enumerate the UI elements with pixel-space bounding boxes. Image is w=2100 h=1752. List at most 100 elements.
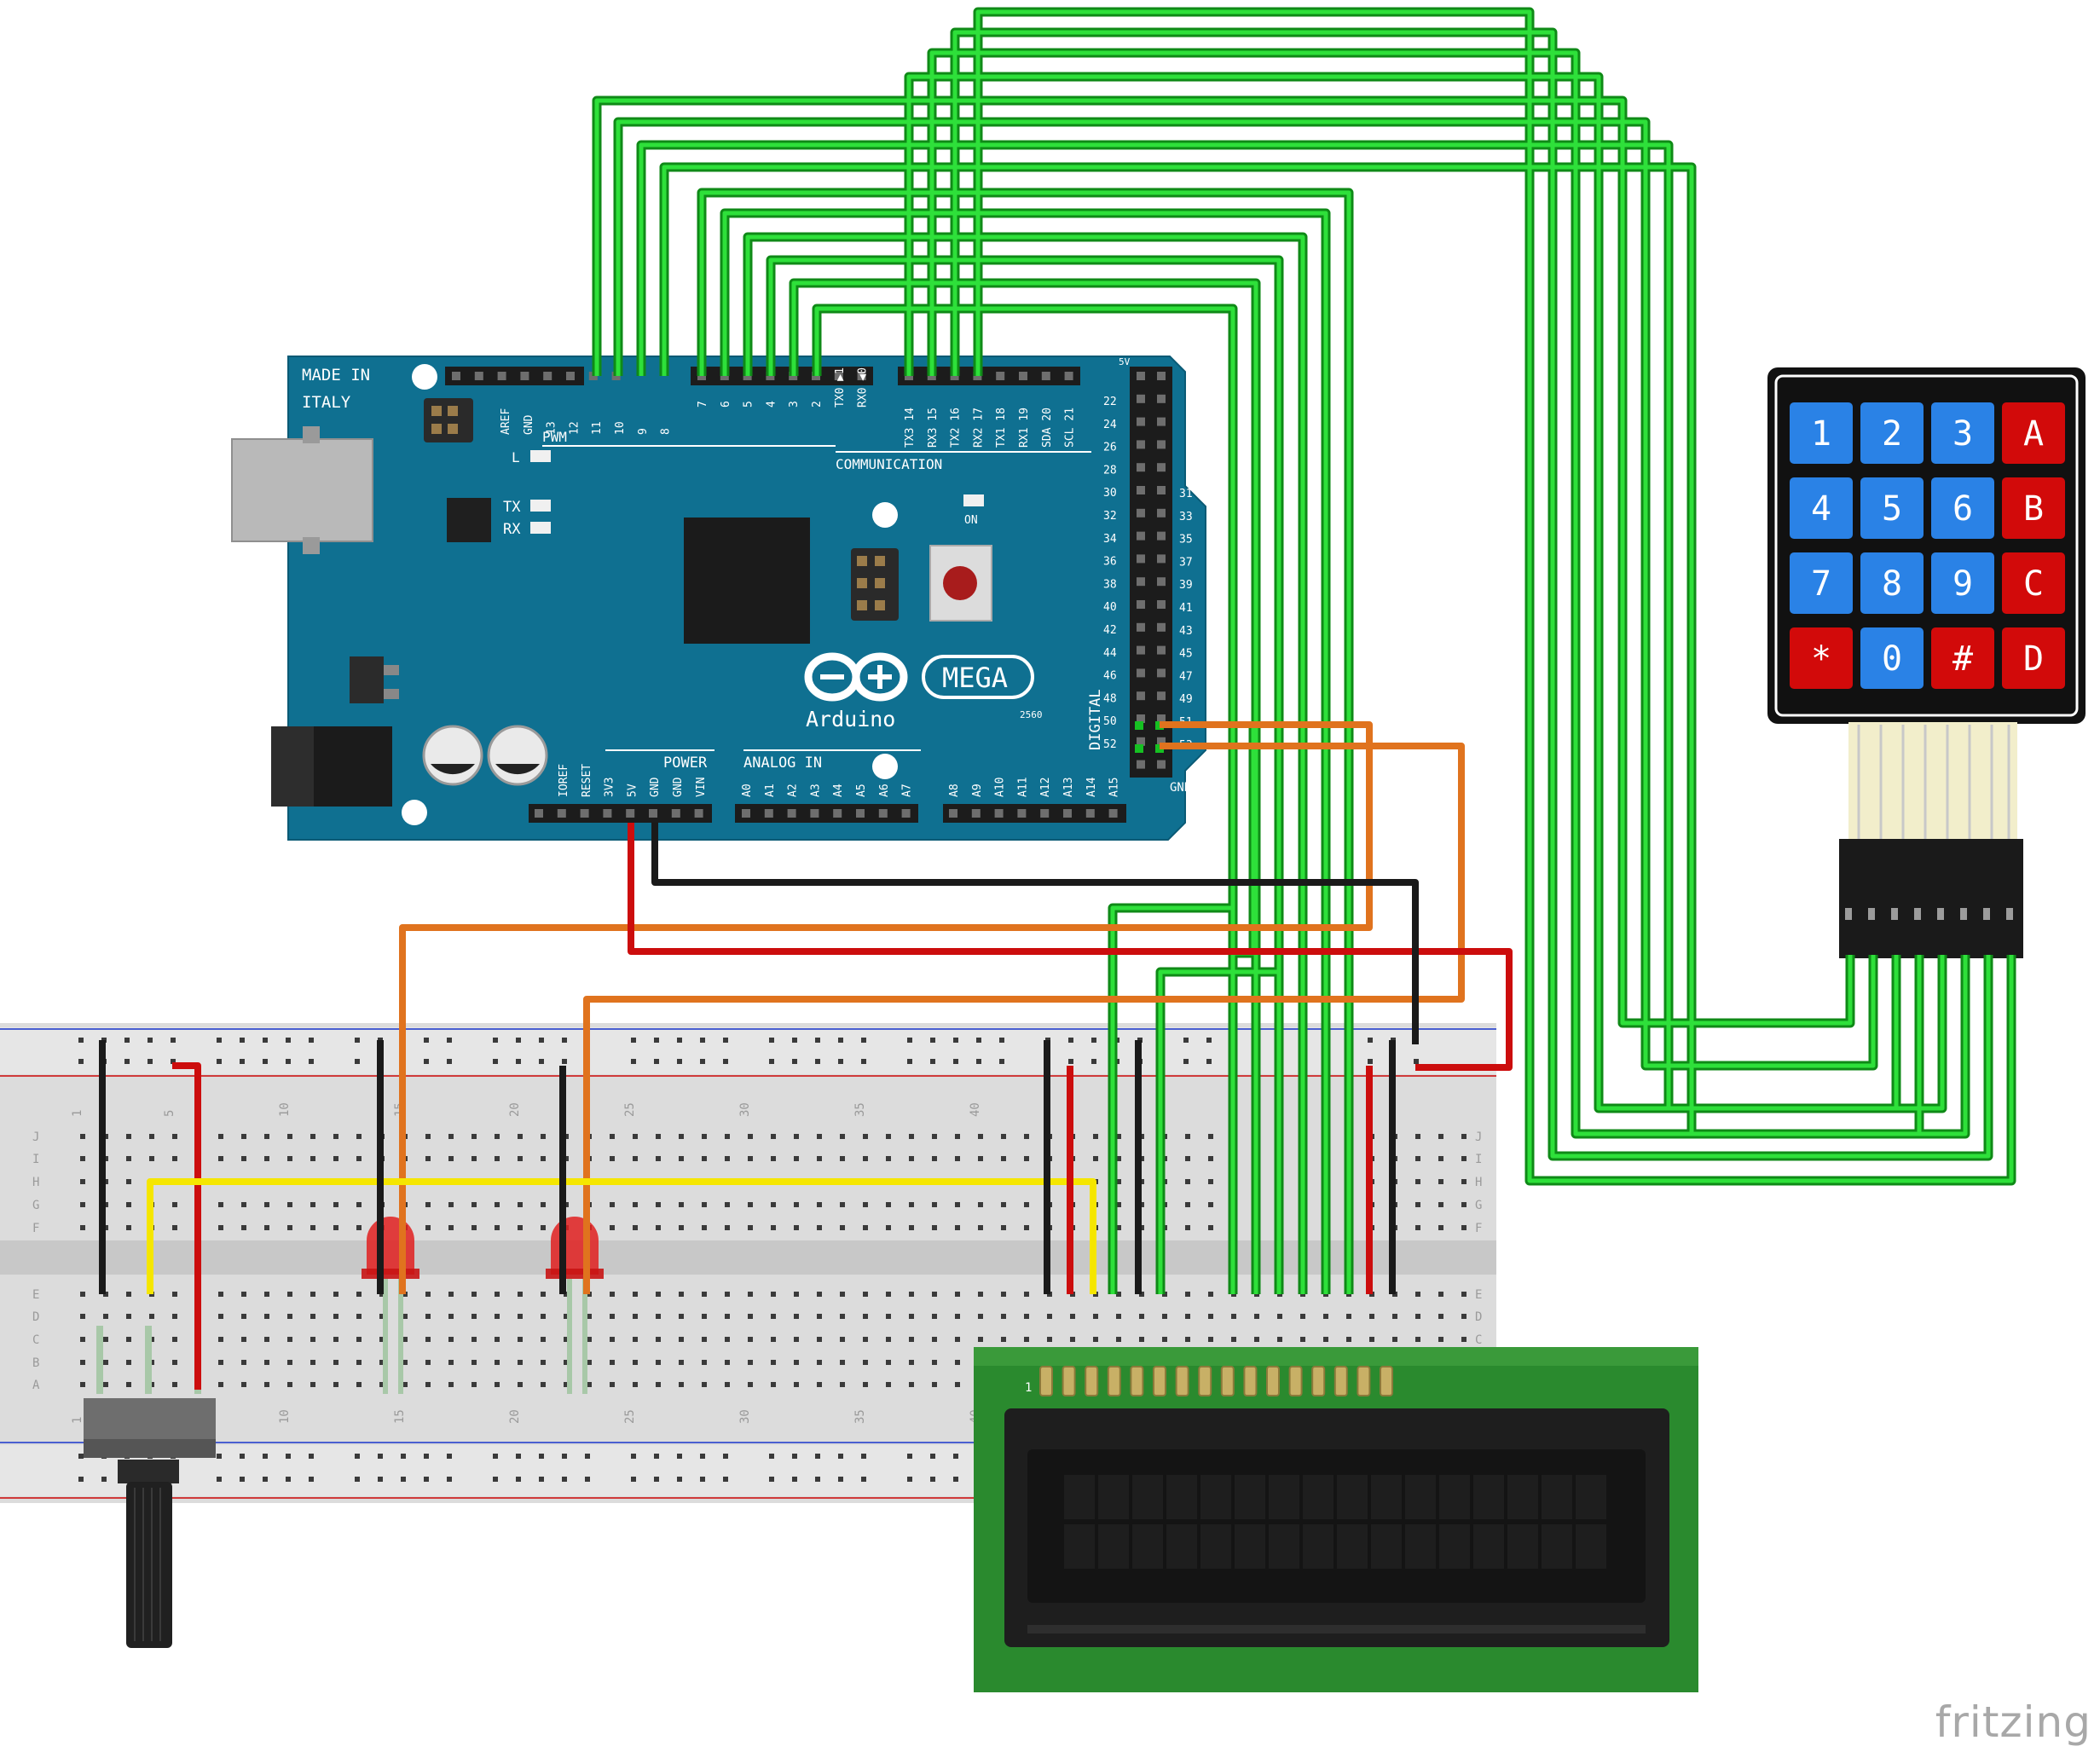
italy-label: ITALY xyxy=(302,393,351,412)
keypad-key-label: * xyxy=(1811,639,1831,679)
svg-text:A15: A15 xyxy=(1108,778,1121,797)
wires xyxy=(99,7,2016,1390)
svg-text:A13: A13 xyxy=(1062,778,1075,797)
keypad-key xyxy=(2002,477,2065,539)
svg-text:36: 36 xyxy=(1103,556,1117,569)
svg-text:40: 40 xyxy=(1103,601,1117,614)
keypad-key xyxy=(1790,627,1853,689)
capacitor-2 xyxy=(487,725,548,786)
keypad-key-label: 8 xyxy=(1882,564,1902,604)
svg-text:GND: GND xyxy=(649,777,662,797)
svg-text:C: C xyxy=(1475,1333,1482,1347)
svg-text:1: 1 xyxy=(71,1110,84,1117)
svg-text:A2: A2 xyxy=(787,783,800,797)
svg-text:G: G xyxy=(1475,1199,1482,1212)
gnd-label-right: GND xyxy=(1170,781,1191,795)
keypad-key-label: D xyxy=(2023,639,2044,679)
communication-label: COMMUNICATION xyxy=(836,456,942,472)
svg-text:G: G xyxy=(32,1199,39,1212)
svg-text:D: D xyxy=(1475,1310,1482,1324)
svg-text:15: 15 xyxy=(393,1409,407,1424)
keypad-key xyxy=(1790,402,1853,464)
svg-text:RX0 ◀0: RX0 ◀0 xyxy=(857,367,870,408)
keypad-key xyxy=(1931,477,1994,539)
keypad-key xyxy=(1860,627,1924,689)
keypad-key-label: B xyxy=(2023,489,2044,529)
svg-text:A7: A7 xyxy=(901,783,914,797)
lcd-pin1-label: 1 xyxy=(1025,1381,1032,1395)
svg-text:50: 50 xyxy=(1103,715,1117,728)
svg-text:3: 3 xyxy=(788,401,801,408)
keypad-key-label: 2 xyxy=(1882,414,1902,454)
svg-text:A3: A3 xyxy=(809,783,822,797)
svg-text:RX1 19: RX1 19 xyxy=(1018,408,1031,448)
svg-text:E: E xyxy=(1475,1288,1482,1302)
usb-connector xyxy=(231,438,373,542)
svg-text:GND: GND xyxy=(523,414,535,435)
digital-label: DIGITAL xyxy=(1087,689,1104,750)
svg-text:25: 25 xyxy=(623,1102,637,1117)
svg-text:42: 42 xyxy=(1103,624,1117,637)
svg-text:J: J xyxy=(32,1130,39,1144)
svg-text:2: 2 xyxy=(811,401,824,408)
svg-text:A6: A6 xyxy=(878,783,891,797)
svg-text:48: 48 xyxy=(1103,692,1117,705)
svg-text:AREF: AREF xyxy=(500,408,512,435)
keypad-key xyxy=(1860,552,1924,614)
power-label: POWER xyxy=(663,755,708,772)
svg-text:A9: A9 xyxy=(971,783,984,797)
svg-text:RX3 15: RX3 15 xyxy=(927,408,940,448)
atmega-chip xyxy=(684,518,810,644)
model-label: 2560 xyxy=(1020,709,1043,720)
svg-text:GND: GND xyxy=(672,777,685,797)
svg-text:TX2 16: TX2 16 xyxy=(950,408,963,448)
svg-text:3V3: 3V3 xyxy=(604,778,616,797)
svg-text:37: 37 xyxy=(1179,556,1193,569)
svg-text:41: 41 xyxy=(1179,602,1193,615)
svg-text:TX1 18: TX1 18 xyxy=(995,408,1008,448)
svg-text:22: 22 xyxy=(1103,396,1117,408)
lcd-16x2: 1 xyxy=(974,1347,1698,1692)
mega-label: MEGA xyxy=(942,662,1008,694)
keypad-key-label: 4 xyxy=(1811,489,1831,529)
keypad-key xyxy=(1790,552,1853,614)
keypad-key xyxy=(2002,552,2065,614)
svg-text:A11: A11 xyxy=(1016,778,1029,797)
svg-text:C: C xyxy=(32,1333,39,1347)
keypad-key-label: 1 xyxy=(1811,414,1831,454)
keypad-key-label: 6 xyxy=(1952,489,1973,529)
arduino-logo-text: Arduino xyxy=(806,707,895,731)
svg-text:SCL 21: SCL 21 xyxy=(1064,408,1077,448)
svg-text:A: A xyxy=(32,1379,40,1392)
svg-text:5V: 5V xyxy=(626,783,639,797)
svg-text:SDA 20: SDA 20 xyxy=(1041,408,1054,448)
svg-text:39: 39 xyxy=(1179,579,1193,592)
led-l-label: L xyxy=(512,449,520,465)
svg-text:32: 32 xyxy=(1103,510,1117,523)
svg-text:RESET: RESET xyxy=(581,764,593,797)
svg-text:35: 35 xyxy=(1179,534,1193,546)
svg-text:A14: A14 xyxy=(1085,777,1098,797)
keypad-key xyxy=(2002,627,2065,689)
fritzing-brand: fritzing xyxy=(1935,1697,2091,1747)
made-in-label: MADE IN xyxy=(302,366,370,385)
svg-text:4: 4 xyxy=(765,401,778,408)
svg-text:E: E xyxy=(32,1288,39,1302)
svg-text:TX3 14: TX3 14 xyxy=(904,408,917,448)
svg-text:A12: A12 xyxy=(1039,778,1052,797)
svg-text:1: 1 xyxy=(71,1417,84,1424)
svg-text:D: D xyxy=(32,1310,39,1324)
svg-text:7: 7 xyxy=(697,401,709,408)
svg-text:9: 9 xyxy=(637,428,650,435)
keypad-key xyxy=(1931,627,1994,689)
svg-text:20: 20 xyxy=(508,1409,522,1424)
svg-text:8: 8 xyxy=(660,428,673,435)
svg-text:35: 35 xyxy=(853,1102,867,1117)
keypad-key-label: 9 xyxy=(1952,564,1973,604)
keypad-key-label: # xyxy=(1952,639,1973,679)
analog-in-label: ANALOG IN xyxy=(743,755,822,772)
on-label: ON xyxy=(964,514,978,527)
svg-text:45: 45 xyxy=(1179,648,1193,661)
